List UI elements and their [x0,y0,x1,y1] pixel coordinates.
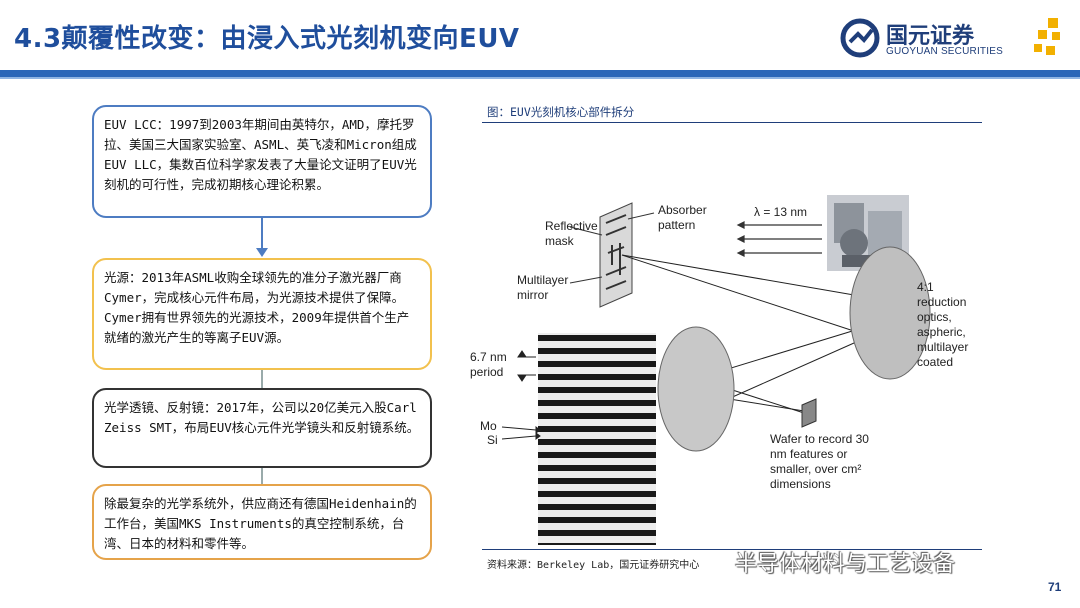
page-title: 4.3颠覆性改变：由浸入式光刻机变向EUV [14,24,520,54]
label-mo: Mo [480,419,497,433]
connector-arrow-icon [256,248,268,257]
header-divider-bar [0,70,1080,77]
wafer [801,398,817,428]
info-box-euv-llc: EUV LCC：1997到2003年期间由英特尔，AMD，摩托罗拉、美国三大国家… [92,105,432,218]
figure-caption: 图：EUV光刻机核心部件拆分 [487,105,635,119]
label-wafer: Wafer to record 30 nm features or smalle… [770,432,869,491]
logo-mark-icon [840,18,880,58]
watermark-text: 半导体材料与工艺设备 [735,552,956,577]
euv-diagram [501,195,931,545]
label-reduction-optics: 4:1 reduction optics, aspheric, multilay… [917,280,969,369]
label-period: 6.7 nm period [470,350,507,379]
header-divider-thin [0,77,1080,79]
company-logo: 国元证券 GUOYUAN SECURITIES [840,14,1070,64]
connector-line [261,370,263,388]
label-absorber-pattern: Absorber pattern [658,203,707,232]
secondary-mirror [657,326,735,452]
figure-source: 资料来源：Berkeley Lab，国元证券研究中心 [487,560,700,571]
figure-rule-top [482,122,982,123]
info-box-optics: 光学透镜、反射镜：2017年，公司以20亿美元入股Carl Zeiss SMT，… [92,388,432,468]
label-wavelength: λ = 13 nm [754,205,808,219]
page-number: 71 [1048,580,1062,594]
connector-line [261,218,263,248]
incoming-light-arrows [736,221,822,257]
logo-squares-icon [1034,18,1060,55]
connector-line [261,468,263,484]
logo-cn-text: 国元证券 [886,24,975,49]
label-reflective-mask: Reflective mask [545,219,598,248]
label-multilayer-mirror: Multilayer mirror [517,273,569,302]
reduction-mirror [849,246,931,380]
info-box-suppliers: 除最复杂的光学系统外，供应商还有德国Heidenhain的工作台，美国MKS I… [92,484,432,560]
logo-en-text: GUOYUAN SECURITIES [886,46,1003,57]
reflective-mask [599,202,633,308]
figure-rule-bottom [482,549,982,550]
label-si: Si [487,433,498,447]
info-box-light-source: 光源：2013年ASML收购全球领先的准分子激光器厂商Cymer，完成核心元件布… [92,258,432,370]
multilayer-stack [538,333,656,545]
